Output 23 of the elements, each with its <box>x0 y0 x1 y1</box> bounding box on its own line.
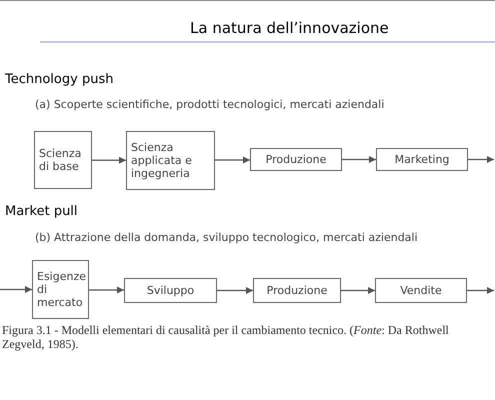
process-box: Sviluppo <box>124 278 217 303</box>
process-box: Produzione <box>253 278 341 303</box>
section-heading: Technology push <box>5 71 114 89</box>
process-box: Produzione <box>250 148 342 171</box>
process-box: Esigenze di mercato <box>32 260 89 319</box>
arrow <box>89 286 124 294</box>
process-box: Scienza di base <box>34 131 92 189</box>
figure-caption: Figura 3.1 - Modelli elementari di causalità per il cambiamento tecnico. (Fonte: Da Rothwell Zegveld, 1985). <box>2 323 450 351</box>
arrow <box>0 286 32 293</box>
subtitle-text: (b) Attrazione della domanda, sviluppo tecnologico, mercati aziendali <box>35 230 418 246</box>
arrow <box>215 156 250 164</box>
arrow <box>217 287 253 294</box>
section-heading: Market pull <box>5 203 78 221</box>
arrow <box>342 156 376 163</box>
arrow <box>341 287 375 294</box>
subtitle-text: (a) Scoperte scientifiche, prodotti tecnologici, mercati aziendali <box>35 97 384 113</box>
slide-title: La natura dell’innovazione <box>190 18 389 39</box>
arrow <box>468 156 494 163</box>
process-box: Marketing <box>376 148 468 171</box>
arrow <box>467 287 494 294</box>
arrow <box>92 156 126 164</box>
process-box: Vendite <box>375 278 467 303</box>
process-box: Scienza applicata e ingegneria <box>126 131 215 190</box>
